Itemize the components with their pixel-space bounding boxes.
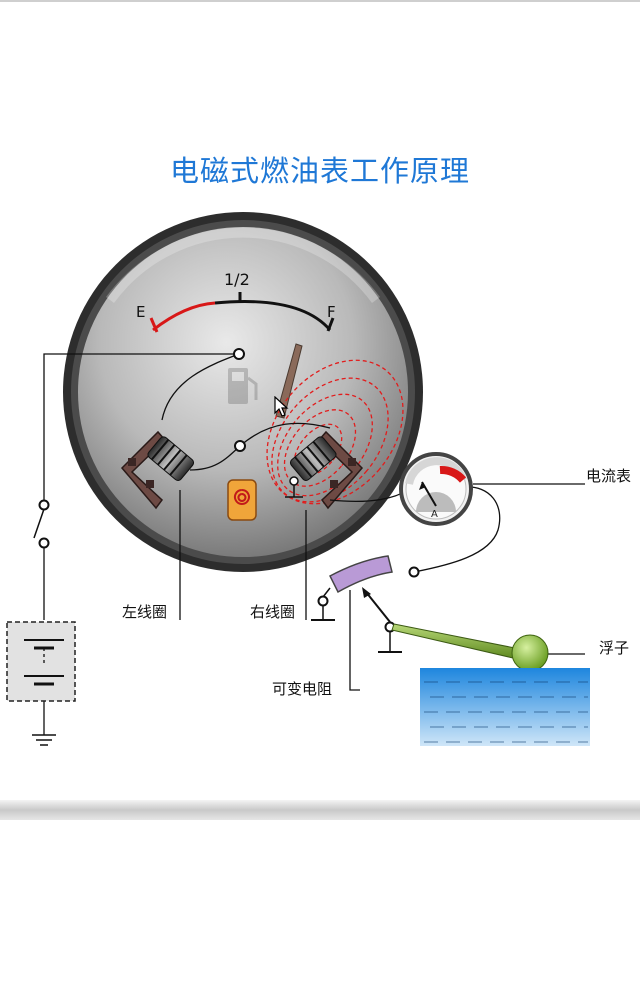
diagram-title: 电磁式燃油表工作原理 xyxy=(169,154,470,188)
top-border xyxy=(0,0,640,2)
left-coil-label: 左线圈 xyxy=(122,603,168,621)
float-label: 浮子 xyxy=(599,639,630,657)
scale-half-label: 1/2 xyxy=(224,270,250,289)
mouse-cursor-icon xyxy=(274,396,289,417)
circuit-terminals xyxy=(38,348,420,633)
right-coil-label: 右线圈 xyxy=(250,603,296,621)
scale-empty-label: E xyxy=(136,303,145,321)
float-ball xyxy=(511,634,549,672)
variable-resistor-label: 可变电阻 xyxy=(272,680,333,698)
ammeter-label: 电流表 xyxy=(586,467,632,485)
scale-full-label: F xyxy=(327,303,336,321)
battery xyxy=(6,621,76,702)
right-coil xyxy=(289,430,364,510)
inner-ground-symbol xyxy=(285,476,303,498)
fuel-tank-liquid xyxy=(420,668,590,746)
gauge-scale: E 1/2 F xyxy=(136,270,336,333)
empty-arc xyxy=(152,301,216,332)
ignition-switch xyxy=(33,508,45,539)
warning-lamp-icon xyxy=(227,479,257,521)
bottom-divider-bar xyxy=(0,800,640,820)
full-arc xyxy=(214,300,332,331)
gauge-needle xyxy=(275,343,303,419)
ammeter: A xyxy=(399,452,473,526)
fuel-pump-icon xyxy=(228,368,258,404)
variable-resistor xyxy=(311,555,402,653)
left-coil xyxy=(120,430,195,510)
battery-ground-symbol xyxy=(32,734,56,746)
ammeter-unit: A xyxy=(431,509,438,520)
float-arm xyxy=(391,623,549,672)
